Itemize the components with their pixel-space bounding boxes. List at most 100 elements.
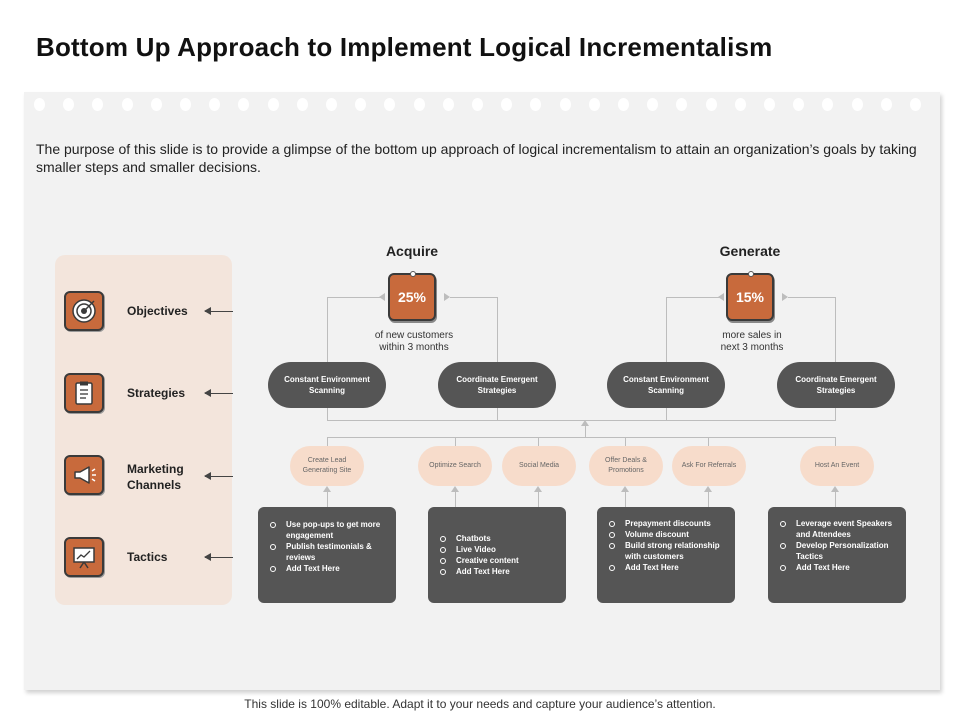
binder-hole [63, 98, 75, 111]
binder-hole [559, 98, 571, 111]
connector-line [327, 492, 328, 508]
objective-heading-generate: Generate [719, 243, 781, 259]
connector-line [450, 297, 498, 298]
slide-title: Bottom Up Approach to Implement Logical … [36, 32, 773, 62]
clipboard-icon [64, 373, 104, 413]
tactic-item: Use pop-ups to get more engagement [268, 519, 388, 541]
connector-line [585, 426, 586, 437]
binder-holes [24, 94, 940, 112]
connector-line [788, 297, 836, 298]
strategy-pill: Constant Environment Scanning [268, 362, 386, 408]
binder-hole [34, 98, 45, 111]
tactic-item: Add Text Here [268, 563, 388, 574]
connector-line [708, 492, 709, 508]
binder-hole [150, 98, 162, 111]
tactic-item: Add Text Here [778, 562, 898, 573]
connector-line [538, 492, 539, 508]
presentation-icon [64, 537, 104, 577]
binder-hole [413, 98, 425, 111]
level-label-marketing-channels: Marketing Channels [127, 462, 184, 492]
binder-hole [355, 98, 367, 111]
binder-hole [618, 98, 629, 111]
binder-hole [793, 98, 805, 111]
connector-line [835, 437, 836, 447]
tactic-box: Leverage event Speakers and Attendees De… [768, 507, 906, 603]
kpi-tile-acquire: 25% [388, 271, 436, 321]
tactic-item: Add Text Here [438, 566, 558, 577]
connector-line [327, 297, 328, 363]
binder-hole [121, 98, 133, 111]
tactic-item: Build strong relationship with customers [607, 540, 727, 562]
tactic-item: Leverage event Speakers and Attendees [778, 518, 898, 540]
binder-hole [92, 98, 104, 111]
level-arrow-marketing-channels [204, 472, 233, 480]
binder-hole [822, 98, 834, 111]
connector-line [666, 297, 720, 298]
strategy-pill: Coordinate Emergent Strategies [777, 362, 895, 408]
level-label-objectives: Objectives [127, 304, 188, 318]
pin-icon [410, 271, 416, 277]
binder-hole [647, 98, 659, 111]
level-arrow-tactics [204, 553, 233, 561]
binder-hole [209, 98, 221, 111]
tactic-box: Chatbots Live Video Creative content Add… [428, 507, 566, 603]
connector-line [497, 297, 498, 363]
pin-icon [748, 271, 754, 277]
connector-line [666, 408, 667, 420]
binder-hole [588, 98, 600, 111]
binder-hole [676, 98, 688, 111]
connector-line [455, 437, 456, 447]
arrow-head [534, 486, 542, 492]
target-icon [64, 291, 104, 331]
binder-hole [180, 98, 191, 111]
strategy-pill: Coordinate Emergent Strategies [438, 362, 556, 408]
kpi-caption-generate: more sales in next 3 months [720, 330, 784, 353]
channel-pill: Ask For Referrals [672, 446, 746, 486]
tactic-item: Chatbots [438, 533, 558, 544]
binder-hole [880, 98, 892, 111]
arrow-head [581, 420, 589, 426]
binder-hole [501, 98, 513, 111]
footer-note: This slide is 100% editable. Adapt it to… [244, 697, 716, 711]
tactic-item: Prepayment discounts [607, 518, 727, 529]
connector-line [666, 297, 667, 363]
tactic-item: Creative content [438, 555, 558, 566]
arrow-head [451, 486, 459, 492]
channel-pill: Create Lead Generating Site [290, 446, 364, 486]
connector-line [327, 437, 328, 447]
strategy-pill: Constant Environment Scanning [607, 362, 725, 408]
arrow-head [704, 486, 712, 492]
intro-text: The purpose of this slide is to provide … [36, 141, 917, 175]
channel-pill: Host An Event [800, 446, 874, 486]
connector-line [625, 492, 626, 508]
arrow-head [782, 293, 788, 301]
arrow-head [718, 293, 724, 301]
binder-hole [296, 98, 308, 111]
connector-line [327, 437, 836, 438]
tactic-item: Volume discount [607, 529, 727, 540]
binder-hole [472, 98, 483, 111]
tactic-item: Publish testimonials & reviews [268, 541, 388, 563]
binder-hole [326, 98, 337, 111]
connector-line [538, 437, 539, 447]
connector-line [835, 408, 836, 420]
tactic-item: Add Text Here [607, 562, 727, 573]
binder-hole [734, 98, 746, 111]
connector-line [625, 437, 626, 447]
kpi-value-acquire: 25% [397, 289, 427, 305]
channel-pill: Social Media [502, 446, 576, 486]
binder-hole [910, 98, 921, 111]
arrow-head [444, 293, 450, 301]
binder-hole [384, 98, 396, 111]
tactic-item: Live Video [438, 544, 558, 555]
binder-hole [851, 98, 863, 111]
connector-line [327, 297, 381, 298]
tactic-item: Develop Personalization Tactics [778, 540, 898, 562]
kpi-value-generate: 15% [735, 289, 765, 305]
tactic-box: Use pop-ups to get more engagement Publi… [258, 507, 396, 603]
arrow-head [831, 486, 839, 492]
arrow-head [621, 486, 629, 492]
level-label-strategies: Strategies [127, 386, 186, 400]
connector-line [835, 297, 836, 363]
connector-line [327, 408, 328, 420]
